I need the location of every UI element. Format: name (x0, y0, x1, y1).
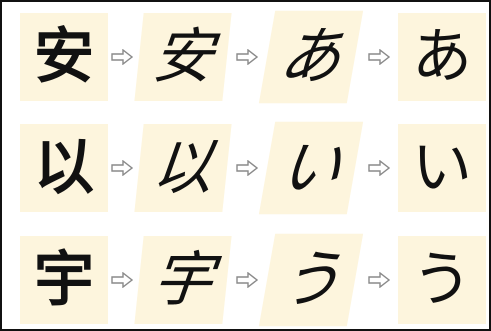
evolution-row-1: 安 安 あ あ (2, 10, 489, 104)
stage-kanji: 安 (20, 13, 108, 101)
right-arrow-icon (368, 272, 390, 288)
stage-early-hiragana: あ (258, 10, 364, 104)
right-arrow-icon (111, 49, 133, 65)
stage-kanji: 以 (20, 124, 108, 212)
right-arrow-icon (111, 160, 133, 176)
stage-cursive-kanji: 安 (134, 13, 232, 101)
stage-cursive-kanji: 宇 (134, 236, 232, 324)
stage-cursive-kanji: 以 (134, 124, 232, 212)
evolution-row-3: 宇 宇 う う (2, 233, 489, 327)
stage-modern-hiragana: う (398, 236, 486, 324)
right-arrow-icon (111, 272, 133, 288)
right-arrow-icon (236, 272, 258, 288)
right-arrow-icon (368, 160, 390, 176)
stage-modern-hiragana: あ (398, 13, 486, 101)
stage-early-hiragana: い (258, 121, 364, 215)
stage-early-hiragana: う (258, 233, 364, 327)
evolution-row-2: 以 以 い い (2, 121, 489, 215)
stage-modern-hiragana: い (398, 124, 486, 212)
right-arrow-icon (368, 49, 390, 65)
stage-kanji: 宇 (20, 236, 108, 324)
right-arrow-icon (236, 160, 258, 176)
right-arrow-icon (236, 49, 258, 65)
